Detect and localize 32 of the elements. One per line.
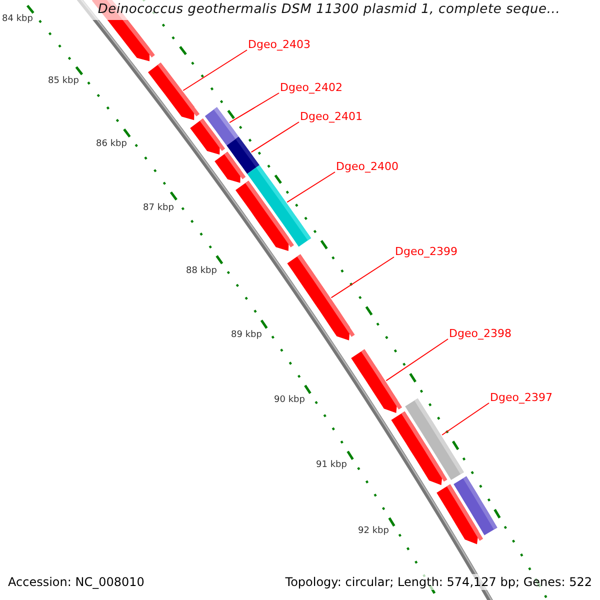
gene-label: Dgeo_2397 (490, 391, 552, 405)
accession-text: Accession: NC_008010 (6, 574, 146, 590)
leader-line (250, 122, 300, 153)
gene-bar (454, 476, 498, 536)
gene-label: Dgeo_2398 (449, 327, 512, 341)
gene-block (287, 254, 355, 340)
scale-label: 87 kbp (143, 203, 174, 214)
gene-block (351, 349, 402, 413)
leader-line (229, 92, 280, 124)
scale-label: 89 kbp (231, 330, 262, 341)
gene-label: Dgeo_2403 (248, 38, 310, 52)
gene-label: Dgeo_2399 (395, 245, 458, 259)
leader-line (330, 256, 394, 298)
scale-label: 86 kbp (96, 139, 127, 150)
leader-line (386, 338, 448, 382)
scale-label: 90 kbp (274, 395, 305, 406)
gene-label: Dgeo_2402 (280, 81, 342, 95)
gene-block (190, 118, 226, 155)
scale-label: 84 kbp (2, 14, 33, 25)
leader-line (286, 172, 336, 203)
scale-label: 85 kbp (48, 76, 79, 87)
gene-block (214, 152, 246, 183)
gene-block (391, 411, 448, 486)
leader-line (442, 402, 490, 436)
scale-label: 92 kbp (358, 526, 389, 537)
leader-line (182, 50, 248, 91)
gene-label: Dgeo_2401 (300, 110, 362, 124)
scale-label: 91 kbp (316, 460, 347, 471)
gene-label: Dgeo_2400 (336, 160, 398, 174)
scale-label: 88 kbp (186, 266, 217, 277)
gene-block (236, 180, 294, 251)
gene-block (148, 62, 200, 120)
